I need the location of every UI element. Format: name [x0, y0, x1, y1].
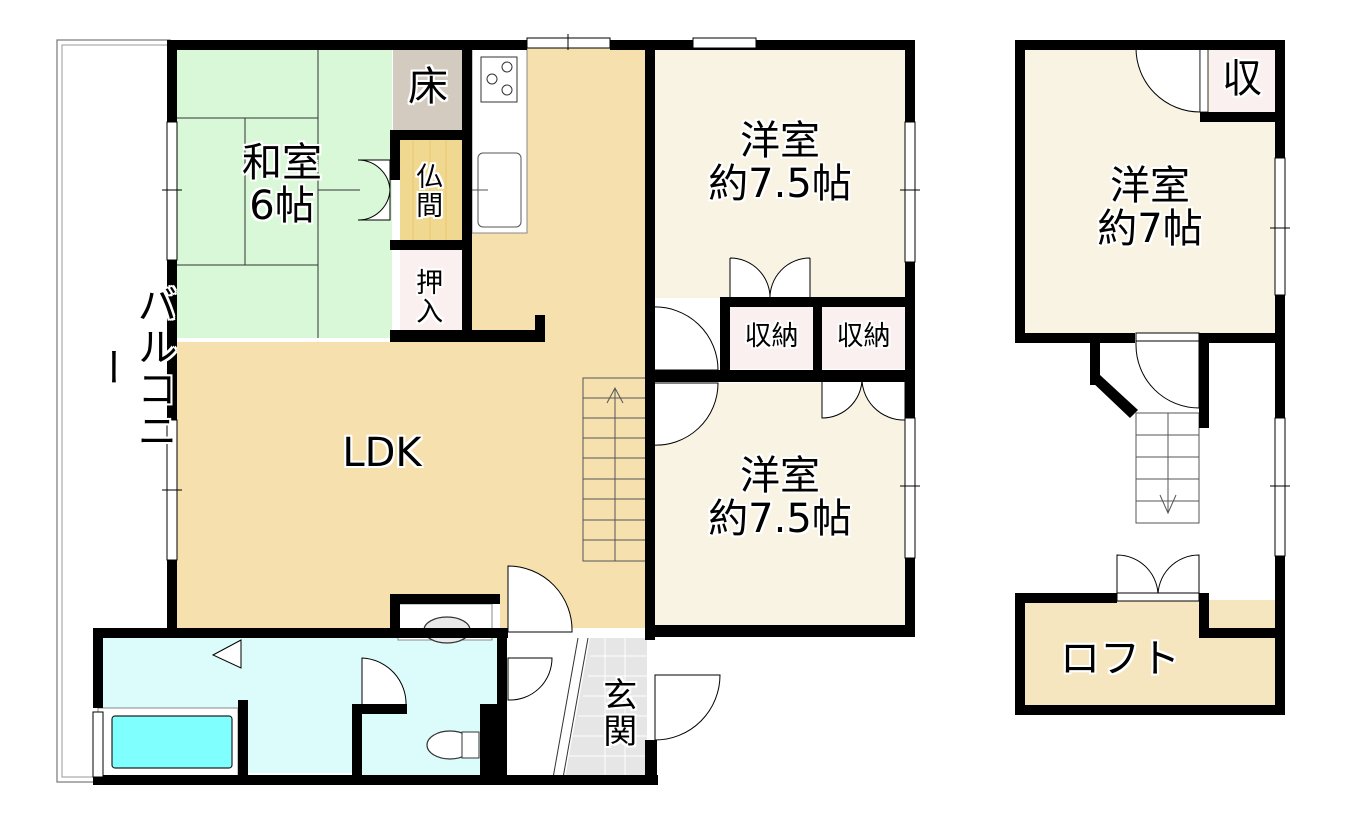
butsuma-floor — [400, 140, 463, 240]
closet1-floor — [730, 307, 813, 369]
room-label-genkan: 玄関 — [596, 677, 637, 749]
yoshitsu1-floor — [655, 48, 905, 298]
room-fills — [97, 47, 905, 779]
closet2-floor — [822, 307, 905, 369]
room-label-yoshitsu-2: 洋室 約7.5帖 — [708, 453, 852, 543]
genkan-floor — [565, 638, 647, 778]
room-label-washitsu: 和室 6帖 — [222, 140, 342, 230]
room-label-tokonoma: 床 — [408, 64, 448, 110]
oshiire-floor — [400, 250, 463, 332]
room-label-yoshitsu-1: 洋室 約7.5帖 — [708, 118, 852, 208]
room-label-ldk: LDK — [342, 430, 422, 476]
washitsu-floor — [177, 48, 392, 338]
room-label-yoshitsu-3: 洋室 約7帖 — [1097, 163, 1203, 253]
door-swings — [211, 159, 906, 741]
room-label-loft: ロフト — [1060, 636, 1180, 682]
washitsu-name: 和室 — [242, 140, 322, 186]
windows — [92, 34, 920, 778]
ldk-floor — [177, 48, 645, 628]
room-label-closet-2: 収納 — [836, 321, 891, 352]
room-label-balcony: バルコニー — [87, 284, 177, 452]
walls — [93, 40, 915, 785]
upper-floor — [1015, 40, 1290, 715]
room-label-closet-1: 収納 — [744, 321, 799, 352]
tokonoma-floor — [393, 48, 463, 130]
room-label-butsuma: 仏間 — [411, 162, 443, 220]
bathtub — [111, 715, 233, 769]
room-label-closet-3: 収 — [1222, 56, 1262, 102]
room-label-oshiire: 押入 — [411, 268, 443, 326]
washitsu-size: 6帖 — [249, 183, 315, 230]
